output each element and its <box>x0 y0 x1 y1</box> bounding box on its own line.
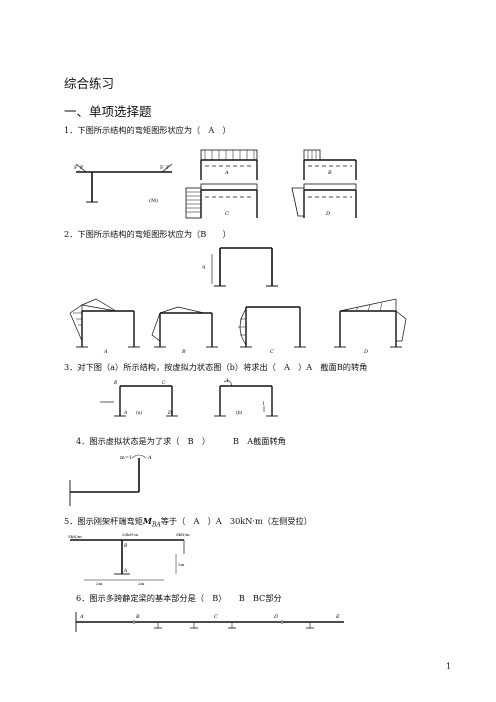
q2-option-c-diagram: C <box>238 306 306 355</box>
q1-structure-diagram: F_P F_P (M) A B <box>74 149 357 219</box>
q1-option-a-label: A <box>224 170 229 176</box>
question-5-symbol: M <box>142 516 152 526</box>
q6-label-d: D <box>273 614 278 620</box>
q6-label-a: A <box>79 614 84 620</box>
q5-dim-2: 2m <box>138 581 145 586</box>
question-4-answer: B A截面转角 <box>233 436 286 446</box>
q1-option-d-label: D <box>325 211 330 217</box>
q1-support-label: (M) <box>149 197 158 204</box>
page-title: 综合练习 <box>64 76 115 91</box>
q5-dim-1: 2m <box>96 581 103 586</box>
q4-moment-label: m=1 <box>120 455 132 461</box>
page-number: 1 <box>446 662 452 671</box>
q1-option-d-diagram: D <box>291 183 357 218</box>
q3-label-unit-2: 1 <box>262 401 265 407</box>
question-4: 4．图示虚拟状态是为了求（ B ） <box>76 436 211 446</box>
section-heading: 一、单项选择题 <box>64 104 152 119</box>
question-5: 5．图示刚架杆端弯矩MBA等于（ A ）A 30kN·m（左侧受拉） <box>64 515 312 529</box>
q4-point-label: A <box>147 455 152 461</box>
q1-option-b-label: B <box>327 170 332 176</box>
q2-option-d-label: D <box>363 349 368 355</box>
q2-structure-diagram: q <box>202 247 278 287</box>
q1-option-b-diagram: B <box>303 149 357 180</box>
q1-option-a-diagram: A <box>200 149 258 180</box>
question-5-subscript: BA <box>151 521 161 529</box>
question-3: 3．对下图（a）所示结构，按虚拟力状态图（b）将求出（ A ）A 截面B的转角 <box>64 362 368 372</box>
q2-option-b-diagram: B <box>151 306 218 355</box>
q3-label-b: B <box>113 380 118 386</box>
q6-beam-diagram: A B C D E <box>75 612 344 632</box>
q1-load-left: F_P <box>74 165 84 171</box>
q3-label-d: D <box>167 410 172 416</box>
q6-label-c: C <box>214 614 218 620</box>
q2-option-d-diagram: D <box>334 298 407 355</box>
q2-option-a-label: A <box>103 349 108 355</box>
q4-diagram: m=1 A <box>69 454 152 506</box>
question-1: 1．下图所示结构的弯矩图形状应为（ A ） <box>64 125 231 135</box>
q3-label-unit-1: 1 <box>226 378 229 384</box>
question-5-answer: 等于（ A ）A 30kN·m（左侧受拉） <box>160 516 312 526</box>
q2-option-b-label: B <box>181 349 186 355</box>
q5-load-left: 5kN/m <box>68 534 82 539</box>
q1-option-c-diagram: C <box>185 183 258 219</box>
q6-label-b: B <box>135 614 140 620</box>
q5-load-right: 5kN/m <box>176 532 190 537</box>
q2-load-label: q <box>202 264 205 270</box>
q3-label-a: A <box>123 410 128 416</box>
q3-diagram: B C A D (a) (b) 1 1 <box>100 378 278 417</box>
q2-options-diagram: A B C D <box>69 298 407 355</box>
question-2: 2．下图所示结构的弯矩图形状应为（B ） <box>64 229 231 239</box>
q2-option-a-diagram: A <box>69 298 140 355</box>
q6-label-e: E <box>335 614 340 620</box>
q5-moment: 20kN·m <box>122 532 138 537</box>
q1-option-c-label: C <box>225 211 229 217</box>
q2-option-c-label: C <box>270 349 274 355</box>
q5-label-b: B <box>123 543 128 549</box>
q3-label-fig-b: (b) <box>236 409 243 416</box>
question-5-text: 5．图示刚架杆端弯矩 <box>64 516 143 526</box>
q5-diagram: 5kN/m 20kN·m 5kN/m B A 2m 2m 2m <box>68 532 190 586</box>
question-6: 6．图示多跨静定梁的基本部分是（ B） B BC部分 <box>76 593 282 603</box>
q3-label-c: C <box>162 380 166 386</box>
q5-label-a: A <box>123 568 128 574</box>
q1-load-right: F_P <box>160 165 170 171</box>
q5-dim-3: 2m <box>178 562 185 567</box>
q3-label-fig-a: (a) <box>136 409 142 416</box>
